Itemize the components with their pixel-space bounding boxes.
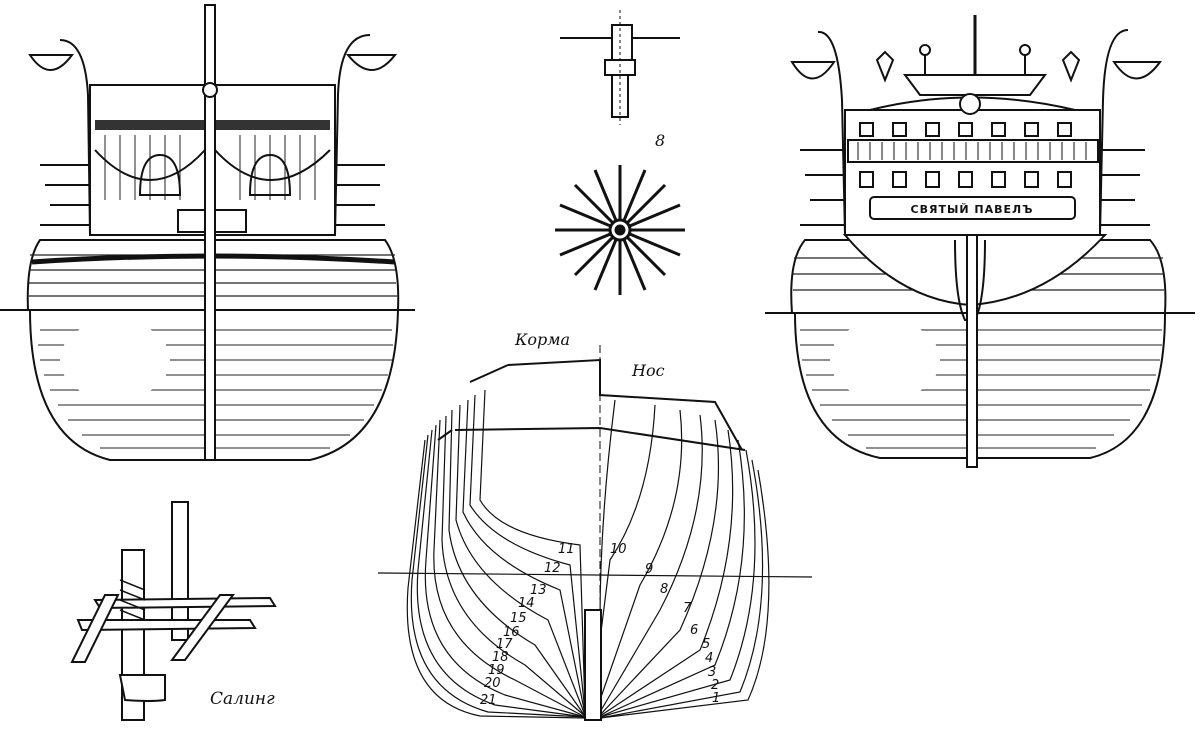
- wheel-side-view: [560, 10, 680, 125]
- aft-station-number-12: 12: [544, 561, 561, 576]
- aft-station-number-11: 11: [558, 542, 575, 557]
- boat-left: [28, 54, 74, 71]
- aft-station-number-18: 18: [492, 650, 509, 665]
- fore-sections: [599, 399, 770, 719]
- aft-station-number-20: 20: [484, 676, 501, 691]
- fore-station-number-7: 7: [683, 601, 692, 616]
- fore-station-number-3: 3: [708, 665, 716, 680]
- aft-station-number-13: 13: [530, 583, 547, 598]
- side-details-left: [40, 164, 90, 226]
- stern-top-label: Корма: [514, 330, 570, 349]
- window-row-upper: [859, 122, 1072, 137]
- davit-right: [334, 34, 371, 236]
- upper-hull: [26, 239, 400, 311]
- saling-label: Салинг: [210, 689, 275, 709]
- side-details-right: [335, 164, 385, 226]
- bow-top-label: Нос: [631, 361, 665, 380]
- saling-crosstrees: [70, 501, 277, 721]
- fore-station-number-10: 10: [610, 542, 627, 557]
- underwater-hull: [28, 309, 400, 461]
- stern-window-left: [138, 153, 182, 196]
- fore-station-number-5: 5: [702, 637, 710, 652]
- fore-station-number-1: 1: [712, 691, 720, 706]
- wheel-front-view: [555, 165, 685, 295]
- stern-named-view: СВЯТЫЙ ПАВЕЛЪ: [765, 15, 1195, 468]
- fore-station-number-4: 4: [705, 651, 713, 666]
- ship-name-plate: СВЯТЫЙ ПАВЕЛЪ: [911, 203, 1034, 216]
- garland-left: [94, 149, 206, 181]
- rudder-post: [204, 4, 216, 461]
- aft-station-number-21: 21: [480, 693, 497, 708]
- aft-station-number-14: 14: [518, 596, 535, 611]
- stern-window-right: [248, 153, 292, 196]
- body-plan: [377, 345, 813, 721]
- garland-right: [214, 149, 331, 181]
- boat-right: [345, 54, 398, 71]
- figure-number-label: 8: [655, 131, 665, 150]
- fore-station-number-2: 2: [711, 678, 719, 693]
- body-plan-waterline: [377, 572, 813, 578]
- aft-station-number-15: 15: [510, 611, 527, 626]
- hull-highlight: [60, 320, 170, 400]
- keel: [584, 609, 602, 721]
- boat-stern-right: [903, 74, 1047, 96]
- aft-station-number-17: 17: [496, 637, 513, 652]
- underwater-hull-right: [793, 312, 1167, 459]
- fore-station-number-6: 6: [690, 623, 698, 638]
- window-row-lower: [859, 171, 1072, 188]
- aft-station-number-16: 16: [503, 625, 520, 640]
- aft-station-number-19: 19: [488, 663, 505, 678]
- davit-left: [59, 39, 91, 236]
- aft-sections: [406, 389, 586, 719]
- fore-station-number-9: 9: [645, 562, 653, 577]
- fore-station-number-8: 8: [660, 582, 668, 597]
- stern-view: [0, 4, 415, 461]
